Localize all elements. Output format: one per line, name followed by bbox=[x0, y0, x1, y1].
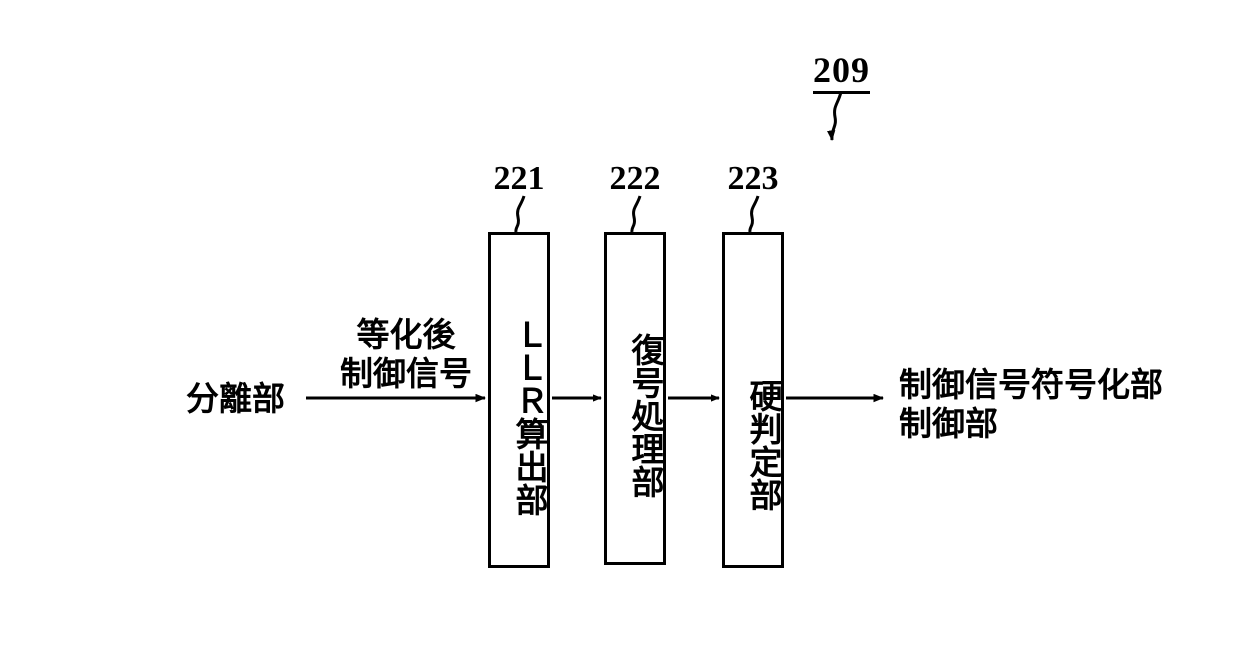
block-llr-calculation-unit-label: ＬＬＲ算出部 bbox=[510, 318, 549, 516]
block-decoding-processing-unit-label: 復号処理部 bbox=[626, 333, 665, 498]
block-reference-222: 222 bbox=[609, 160, 661, 197]
input-source-label: 分離部 bbox=[186, 379, 285, 418]
block-221-leader-line bbox=[514, 195, 526, 233]
figure-reference-leader-arrow bbox=[826, 91, 843, 141]
block-decoding-processing-unit: 復号処理部 bbox=[604, 232, 666, 565]
block-reference-221: 221 bbox=[493, 160, 545, 197]
output-destination-label-line1: 制御信号符号化部 bbox=[899, 365, 1163, 404]
block-reference-223: 223 bbox=[727, 160, 779, 197]
block-222-leader-line bbox=[630, 195, 642, 233]
block-hard-decision-unit-label: 硬判定部 bbox=[744, 379, 783, 511]
figure-reference-number: 209 bbox=[813, 52, 870, 94]
block-223-leader-line bbox=[748, 195, 760, 233]
block-llr-calculation-unit: ＬＬＲ算出部 bbox=[488, 232, 550, 568]
input-signal-label-line2: 制御信号 bbox=[340, 354, 472, 393]
output-destination-label-line2: 制御部 bbox=[899, 404, 998, 443]
block-hard-decision-unit: 硬判定部 bbox=[722, 232, 784, 568]
input-signal-label-line1: 等化後 bbox=[356, 315, 456, 354]
